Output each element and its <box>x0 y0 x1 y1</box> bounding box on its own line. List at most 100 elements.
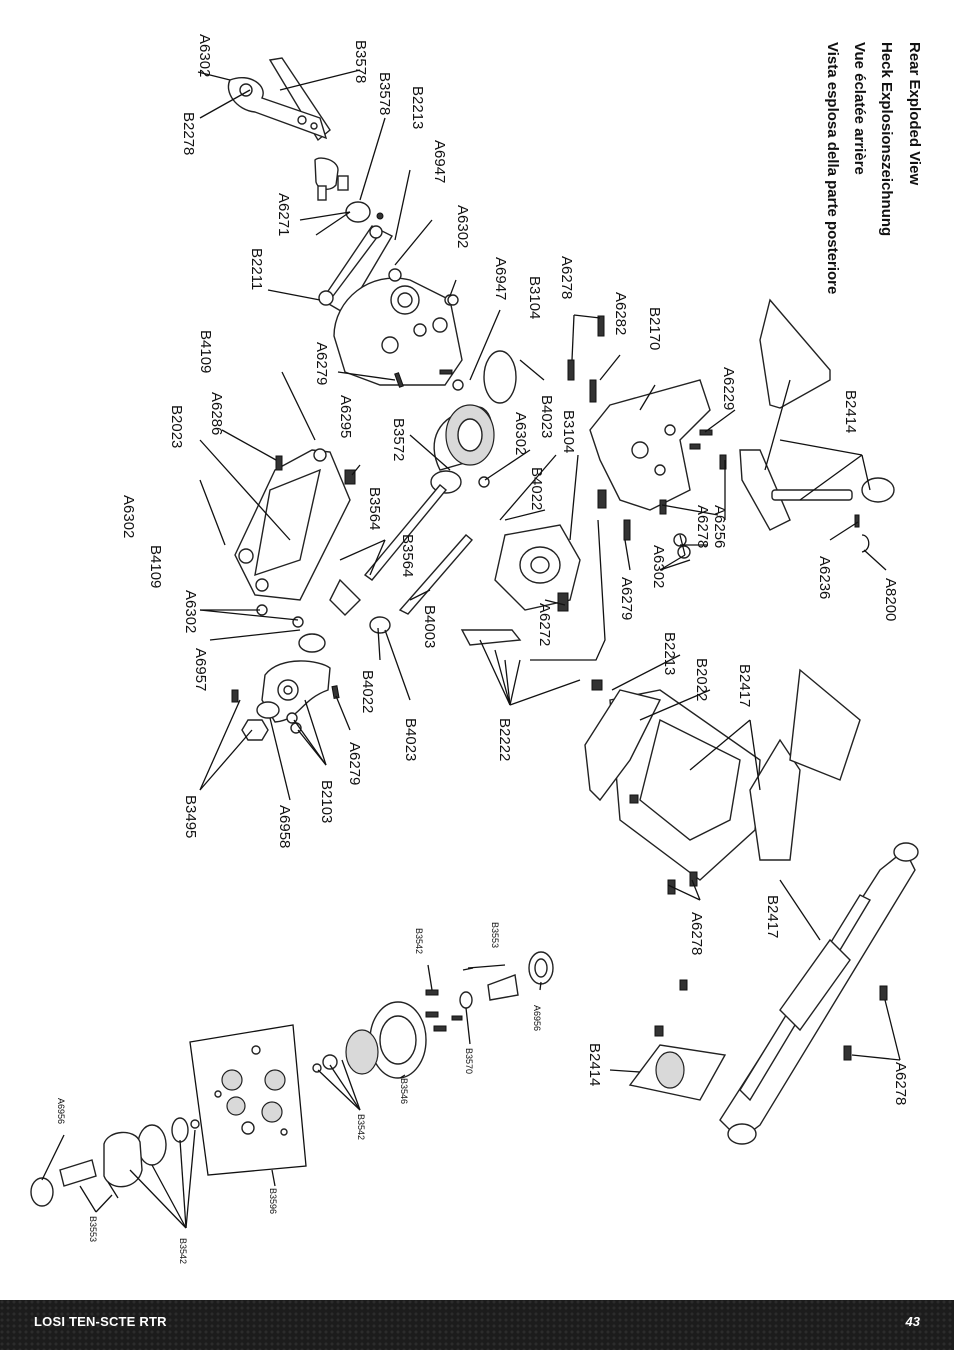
gearbox-housing <box>333 268 463 386</box>
label-b4022: B4022 <box>359 670 376 713</box>
label-a6957: A6957 <box>192 648 209 691</box>
screw-a6282 <box>567 359 575 381</box>
bumper-brace <box>584 689 662 802</box>
label-a6278: A6278 <box>694 505 711 548</box>
screw-a6279-b <box>597 489 607 509</box>
label-b4022: B4022 <box>528 467 545 510</box>
label-b3596: B3596 <box>268 1188 278 1214</box>
label-a6282: A6282 <box>612 292 629 335</box>
label-a6302: A6302 <box>182 590 199 633</box>
label-a6272: A6272 <box>536 603 553 646</box>
label-b3572: B3572 <box>390 418 407 461</box>
screw-a6278-c <box>659 499 667 515</box>
label-a6947: A6947 <box>431 140 448 183</box>
screw-a6286 <box>275 455 283 471</box>
title-fr: Vue éclatée arrière <box>851 42 868 175</box>
label-b3104: B3104 <box>560 410 577 453</box>
screw-a6279 <box>394 372 404 388</box>
hinge-pin-b4109-b <box>199 479 226 546</box>
footer-product-name: LOSI TEN-SCTE RTR <box>34 1314 167 1329</box>
camber-link <box>227 57 331 142</box>
label-b3564: B3564 <box>366 487 383 530</box>
bearing-a6957 <box>298 633 326 653</box>
nut-a6302-f <box>673 533 687 547</box>
label-a6279: A6279 <box>618 577 635 620</box>
label-b4023: B4023 <box>538 395 555 438</box>
bumper-plate-logo <box>655 1051 685 1089</box>
label-b2414: B2414 <box>842 390 859 433</box>
label-b2211: B2211 <box>248 248 265 290</box>
label-b3578: B3578 <box>376 72 393 115</box>
hinge-pin-b4109-a <box>281 371 316 441</box>
label-b3546: B3546 <box>399 1078 409 1104</box>
label-a6947: A6947 <box>492 257 509 300</box>
screw-a6278-bottom-a <box>879 985 888 1001</box>
small-bushing-2 <box>337 175 349 191</box>
screw-a6278-d3 <box>679 979 688 991</box>
label-a6295: A6295 <box>337 395 354 438</box>
sway-bar <box>530 519 606 661</box>
skid-frame <box>719 842 919 1145</box>
label-a6302: A6302 <box>120 495 137 538</box>
label-b3542: B3542 <box>178 1238 188 1264</box>
title-block: Rear Exploded View Heck Explosionszeichn… <box>824 42 923 294</box>
diff-exploded <box>30 951 554 1207</box>
screw-a6272 <box>557 592 569 612</box>
screw-a6278-d2 <box>689 871 698 887</box>
title-en: Rear Exploded View <box>906 42 923 185</box>
label-a6279: A6279 <box>313 342 330 385</box>
rear-hub-carrier <box>261 660 331 723</box>
label-b3542: B3542 <box>414 928 424 954</box>
label-a6956: A6956 <box>532 1005 542 1031</box>
label-a6236: A6236 <box>816 556 833 599</box>
rear-chassis-plate <box>589 379 711 511</box>
label-a6278: A6278 <box>558 256 575 299</box>
label-b2278: B2278 <box>180 112 197 155</box>
label-b2103: B2103 <box>318 780 335 823</box>
small-bushing <box>317 185 327 201</box>
hinge-pin-cap <box>314 157 339 190</box>
page-footer: LOSI TEN-SCTE RTR 43 <box>0 1300 954 1350</box>
title-de: Heck Explosionszeichnung <box>878 42 895 236</box>
screw-small <box>439 369 453 375</box>
label-b4023: B4023 <box>402 718 419 761</box>
screw-a6278-bottom-b <box>843 1045 852 1061</box>
parts-illustration <box>30 57 919 1207</box>
screw-a6278-top <box>597 315 605 337</box>
axle-yoke <box>329 578 361 616</box>
set-screw-a6295 <box>344 469 356 485</box>
label-b2417: B2417 <box>736 664 753 707</box>
driveshaft-secondary <box>398 534 473 615</box>
label-b2222: B2222 <box>496 718 513 761</box>
label-a6302: A6302 <box>512 412 529 455</box>
rear-arm-mount-upper <box>318 225 393 315</box>
label-a6271: A6271 <box>275 193 292 236</box>
label-b3578: B3578 <box>352 40 369 83</box>
title-it: Vista esplosa della parte posteriore <box>824 42 841 294</box>
nut-a6302-mid <box>447 294 459 306</box>
ball-stud <box>376 212 384 220</box>
small-nut-lower <box>629 794 639 804</box>
label-b2022: B2022 <box>693 658 710 701</box>
rear-suspension-arm <box>234 448 351 601</box>
leader-lines <box>41 69 901 1229</box>
label-a6278: A6278 <box>892 1062 909 1105</box>
label-b3104: B3104 <box>526 276 543 319</box>
sway-bar-link <box>460 629 522 646</box>
label-a6256: A6256 <box>711 505 728 548</box>
label-b3495: B3495 <box>182 795 199 838</box>
label-b4003: B4003 <box>421 605 438 648</box>
label-a6302: A6302 <box>196 34 213 77</box>
label-b3542: B3542 <box>356 1114 366 1140</box>
label-b2414: B2414 <box>586 1043 603 1086</box>
driveshaft-cup-b4023 <box>369 616 391 634</box>
screw-a6256 <box>719 454 727 470</box>
rear-bumper-lower <box>609 668 861 881</box>
label-a6302: A6302 <box>650 545 667 588</box>
screw-a6279-b2 <box>623 519 631 541</box>
label-b3570: B3570 <box>464 1048 474 1074</box>
center-gearbox <box>494 524 581 611</box>
rear-bumper-mount <box>739 298 895 531</box>
label-a6286: A6286 <box>208 392 225 435</box>
